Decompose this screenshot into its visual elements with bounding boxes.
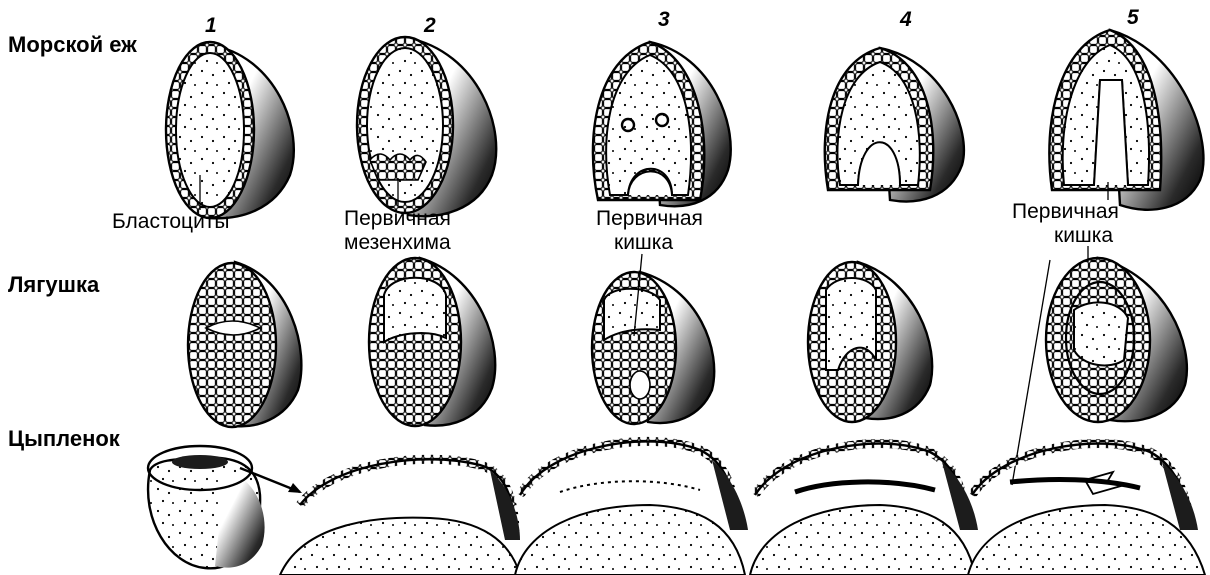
- row-label-chicken: Цыпленок: [8, 426, 121, 451]
- chicken-stage-2: [515, 441, 748, 575]
- label-blastocytes: Бластоциты: [112, 210, 230, 233]
- label-primary-gut-5-line1: Первичная: [1012, 200, 1119, 223]
- label-primary-gut-5-line2: кишка: [1054, 224, 1113, 247]
- stage-number-1: 1: [205, 14, 217, 37]
- sea-urchin-stage-4: [825, 48, 964, 201]
- frog-stage-3: [592, 272, 714, 424]
- frog-stage-2: [369, 258, 495, 426]
- label-primary-mesenchyme-2: мезенхима: [344, 231, 451, 254]
- label-primary-mesenchyme-1: Первичная: [344, 207, 451, 230]
- row-label-sea-urchin: Морской еж: [8, 32, 137, 57]
- sea-urchin-stage-5: [1049, 30, 1203, 210]
- stage-number-4: 4: [899, 8, 912, 31]
- chicken-stage-3: [750, 444, 978, 575]
- frog-stage-4: [808, 262, 932, 422]
- sea-urchin-stage-3: [593, 42, 731, 206]
- chicken-stage-4: [968, 444, 1205, 575]
- frog-stage-5: [1046, 258, 1187, 422]
- frog-stage-1: [188, 262, 301, 427]
- sea-urchin-stage-1: [166, 42, 294, 218]
- stage-number-5: 5: [1127, 6, 1139, 29]
- label-primary-gut-3-line2: кишка: [614, 231, 673, 254]
- stage-number-3: 3: [658, 8, 670, 31]
- stage-number-2: 2: [423, 14, 436, 37]
- chicken-stage-1: [280, 459, 520, 575]
- chicken-egg-overview: [148, 446, 265, 568]
- sea-urchin-stage-2: [357, 37, 496, 216]
- label-primary-gut-3-line1: Первичная: [596, 207, 703, 230]
- row-label-frog: Лягушка: [8, 272, 100, 297]
